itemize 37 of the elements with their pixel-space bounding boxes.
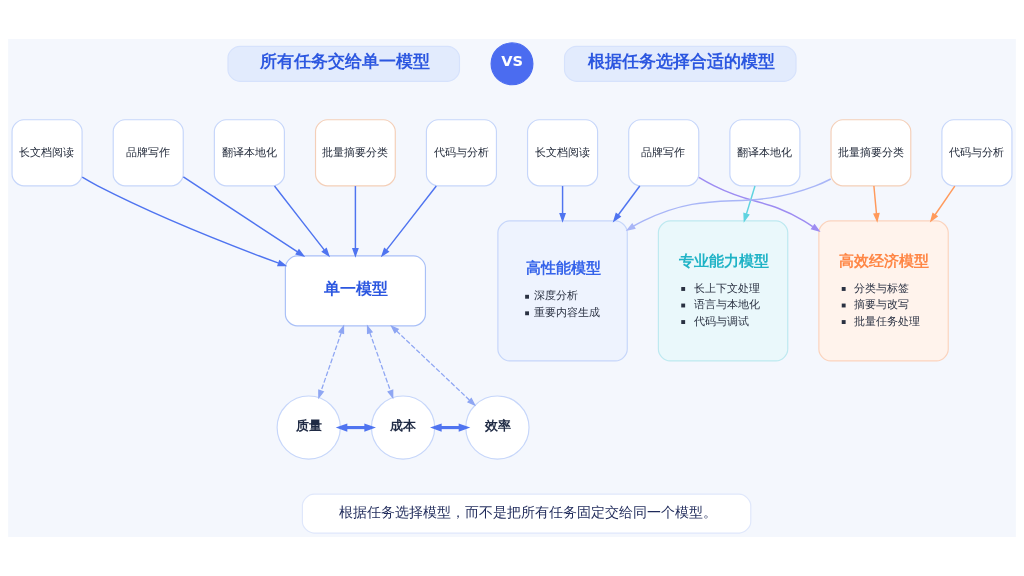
node-box: 代码与分析: [425, 119, 498, 187]
node-circle: 质量: [276, 395, 341, 460]
node-box: 高效经济模型 分类与标签 摘要与改写 批量任务处理: [818, 220, 949, 362]
arrow: [182, 176, 306, 257]
arrow: [273, 185, 330, 258]
node-box: 翻译本地化: [213, 119, 285, 187]
arrow: [430, 423, 471, 432]
arrow: [625, 178, 832, 231]
arrow: [873, 185, 880, 223]
arrow: [81, 176, 288, 267]
arrow: [352, 185, 359, 258]
arrow: [559, 185, 566, 223]
arrow: [929, 185, 956, 223]
arrow: [366, 324, 394, 400]
node-box: 品牌写作: [628, 119, 700, 187]
node-box: 翻译本地化: [729, 119, 801, 187]
node-box: 根据任务选择模型，而不是把所有任务固定交给同一个模型。: [301, 493, 752, 534]
node-box: 单一模型: [284, 255, 426, 327]
node-box: 所有任务交给单一模型: [227, 45, 461, 82]
node-box: 品牌写作: [112, 119, 184, 187]
arrow: [390, 324, 476, 407]
arrow: [335, 423, 376, 432]
node-box: 专业能力模型 长上下文处理 语言与本地化 代码与调试: [657, 220, 789, 362]
node-box: 长文档阅读: [11, 119, 83, 187]
node-box: 批量摘要分类: [314, 119, 396, 187]
arrow: [318, 324, 345, 400]
arrow: [698, 176, 821, 233]
node-box: 长文档阅读: [526, 119, 599, 187]
arrow: [380, 185, 438, 258]
arrow: [612, 185, 641, 223]
arrow: [743, 185, 756, 223]
node-box: 批量摘要分类: [830, 119, 912, 187]
node-circle: VS: [490, 42, 534, 86]
node-box: 根据任务选择合适的模型: [563, 45, 797, 82]
node-box: 代码与分析: [941, 119, 1013, 187]
node-circle: 成本: [370, 395, 436, 460]
node-box: 高性能模型 深度分析 重要内容生成: [497, 220, 628, 362]
